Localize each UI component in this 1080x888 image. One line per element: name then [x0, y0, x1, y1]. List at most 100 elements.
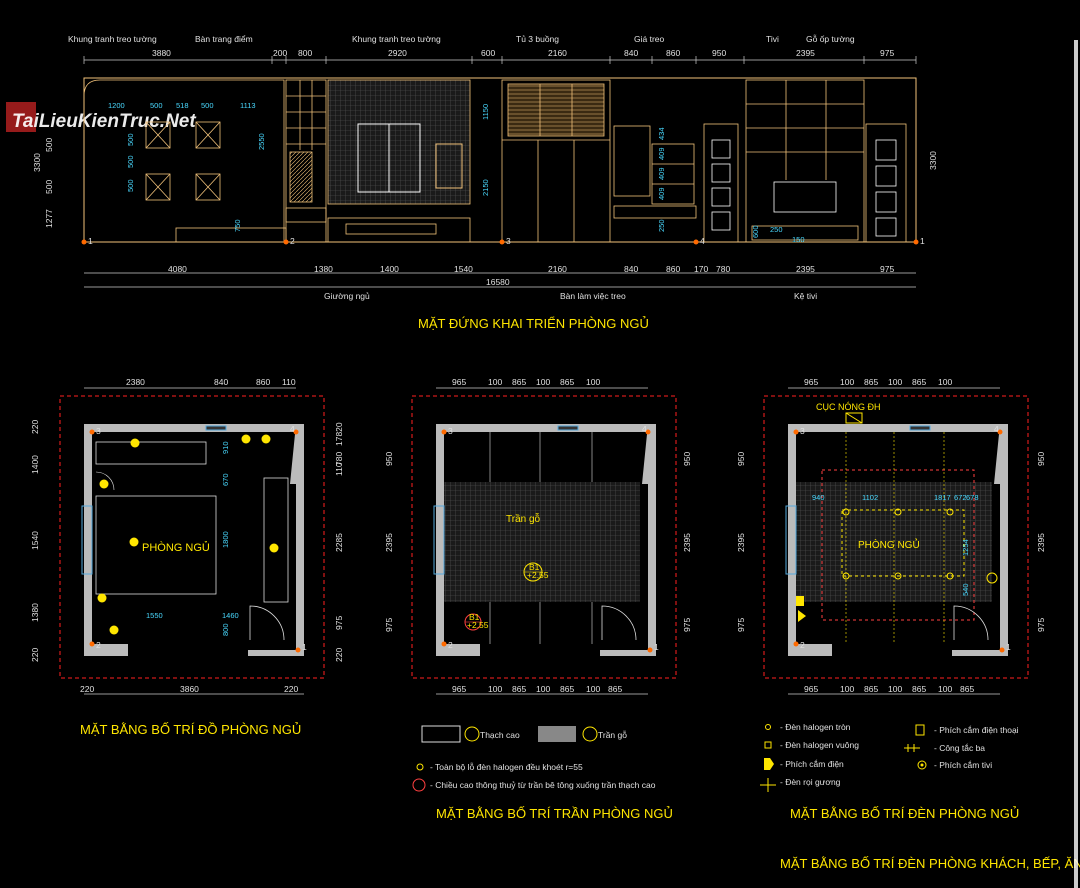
p3-marker-1: 1	[1006, 642, 1011, 652]
elev-inner-dim-8: 2550	[257, 133, 266, 150]
elev-top-dim-3: 2920	[388, 48, 407, 58]
elev-marker-1: 1	[88, 236, 93, 246]
p3-inner-6: 540	[961, 583, 970, 596]
light-legend-4: - Phích cắm điện thoại	[934, 725, 1019, 735]
p1-top-dim-1: 840	[214, 377, 228, 387]
p2-bot-6: 865	[608, 684, 622, 694]
p1-left-4: 220	[30, 648, 40, 662]
p3-top-2: 865	[864, 377, 878, 387]
p1-top-dims: 2380 840 860 110	[84, 377, 296, 389]
plan-ceiling-title: MẶT BẰNG BỐ TRÍ TRẦN PHÒNG NGỦ	[436, 806, 673, 821]
p3-marker-3: 3	[800, 426, 805, 436]
elev-bot-dim-5: 840	[624, 264, 638, 274]
p3-bot-1: 100	[840, 684, 854, 694]
elev-bot-dim-0: 4080	[168, 264, 187, 274]
p2-room-label: Trần gỗ	[506, 512, 541, 525]
p1-marker-1: 1	[302, 642, 307, 652]
ceiling-legend: Thạch cao Trần gỗ - Toàn bộ lỗ đèn halog…	[412, 725, 656, 792]
p1-room-label: PHÒNG NGỦ	[142, 541, 210, 554]
p1-inner-2: 1800	[221, 531, 230, 548]
p1-inner-0: 910	[221, 441, 230, 454]
plan-furniture-title: MẶT BẰNG BỐ TRÍ ĐỒ PHÒNG NGỦ	[80, 722, 301, 737]
p2-tag2-bottom: +2.55	[467, 620, 489, 630]
p3-inner-2: 1817	[934, 493, 951, 502]
p2-bot-4: 865	[560, 684, 574, 694]
elev-label-desk: Bàn làm việc treo	[560, 291, 626, 301]
p1-inner-4: 1460	[222, 611, 239, 620]
p3-top-4: 865	[912, 377, 926, 387]
p3-inner-5: 1254	[961, 539, 970, 556]
elev-inner-dim-9: 1150	[481, 104, 490, 120]
plan-ceiling: 965 100 865 100 865 100 Trần gỗ B1 +2.55…	[384, 377, 692, 821]
p3-right-1: 2395	[1036, 533, 1046, 552]
p3-top-3: 100	[888, 377, 902, 387]
elev-bot-dim-3: 1540	[454, 264, 473, 274]
p3-bot-0: 965	[804, 684, 818, 694]
p1-left-2: 1540	[30, 531, 40, 550]
elev-inner-dim-19: 150	[792, 235, 805, 244]
elev-inner-dim-15: 250	[657, 219, 666, 232]
p3-inner-3: 672	[954, 493, 967, 502]
elev-bot-dim-8: 780	[716, 264, 730, 274]
p2-bot-0: 965	[452, 684, 466, 694]
p3-top-0: 965	[804, 377, 818, 387]
elev-inner-dim-13: 409	[657, 167, 666, 180]
elev-left-dim-1: 500	[44, 138, 54, 152]
p2-tag-top: B1	[529, 562, 540, 572]
elev-top-dim-1: 200	[273, 48, 287, 58]
p3-right-0: 950	[1036, 452, 1046, 466]
p2-marker-4: 4	[642, 424, 647, 434]
p1-right-5: 220	[334, 648, 344, 662]
elev-inner-dim-3: 500	[201, 101, 214, 110]
elev-label-tv: Tivi	[766, 34, 779, 44]
elev-top-dim-6: 840	[624, 48, 638, 58]
elev-label-wood-panel: Gỗ ốp tường	[806, 34, 855, 44]
elev-inner-dim-10: 2150	[481, 179, 490, 196]
elev-top-dim-0: 3880	[152, 48, 171, 58]
elev-label-frame-2: Khung tranh treo tường	[352, 34, 441, 44]
p1-top-dim-3: 110	[282, 377, 296, 387]
p1-right-0: 17820	[334, 422, 344, 446]
p3-inner-0: 940	[812, 493, 825, 502]
light-legend-5: - Công tắc ba	[934, 743, 985, 753]
elev-inner-dim-11: 434	[657, 127, 666, 140]
p1-marker-3: 3	[96, 426, 101, 436]
p2-bot-2: 865	[512, 684, 526, 694]
plan-lighting-title: MẶT BẰNG BỐ TRÍ ĐÈN PHÒNG NGỦ	[790, 806, 1019, 821]
p1-inner-3: 1550	[146, 611, 163, 620]
elev-marker-3: 3	[506, 236, 511, 246]
p2-left-2: 975	[384, 618, 394, 632]
elev-top-dim-10: 975	[880, 48, 894, 58]
elev-inner-dim-16: 750	[233, 219, 242, 232]
p2-bot-3: 100	[536, 684, 550, 694]
p2-right-0: 950	[682, 452, 692, 466]
p1-top-dim-0: 2380	[126, 377, 145, 387]
elevation-title: MẶT ĐỨNG KHAI TRIỂN PHÒNG NGỦ	[418, 316, 649, 331]
p1-left-0: 220	[30, 420, 40, 434]
elev-total-dim: 16580	[486, 277, 510, 287]
plan-furniture: 2380 840 860 110 PHÒNG NGỦ 910 670 1800 …	[30, 377, 344, 737]
p1-marker-4: 4	[290, 424, 295, 434]
elev-label-wardrobe: Tủ 3 buồng	[516, 34, 559, 44]
p2-tag2-top: B1	[469, 612, 480, 622]
light-legend-2: - Phích cắm điện	[780, 759, 844, 769]
elev-bot-dim-9: 2395	[796, 264, 815, 274]
elev-label-frame-1: Khung tranh treo tường	[68, 34, 157, 44]
elev-top-dim-4: 600	[481, 48, 495, 58]
p2-top-5: 100	[586, 377, 600, 387]
p1-bot-2: 220	[284, 684, 298, 694]
elev-bot-dim-1: 1380	[314, 264, 333, 274]
watermark-logo: TaiLieuKienTruc.Net	[6, 102, 196, 132]
p2-right-2: 975	[682, 618, 692, 632]
p3-left-2: 975	[736, 618, 746, 632]
p2-marker-3: 3	[448, 426, 453, 436]
p3-top-5: 100	[938, 377, 952, 387]
elev-label-shelf: Giá treo	[634, 34, 665, 44]
elev-inner-dim-0: 1200	[108, 101, 125, 110]
p2-top-0: 965	[452, 377, 466, 387]
p2-top-4: 865	[560, 377, 574, 387]
footer-title: MẶT BẰNG BỐ TRÍ ĐÈN PHÒNG KHÁCH, BẾP, ĂN	[780, 856, 1080, 871]
p1-bot-1: 3860	[180, 684, 199, 694]
p3-top-1: 100	[840, 377, 854, 387]
